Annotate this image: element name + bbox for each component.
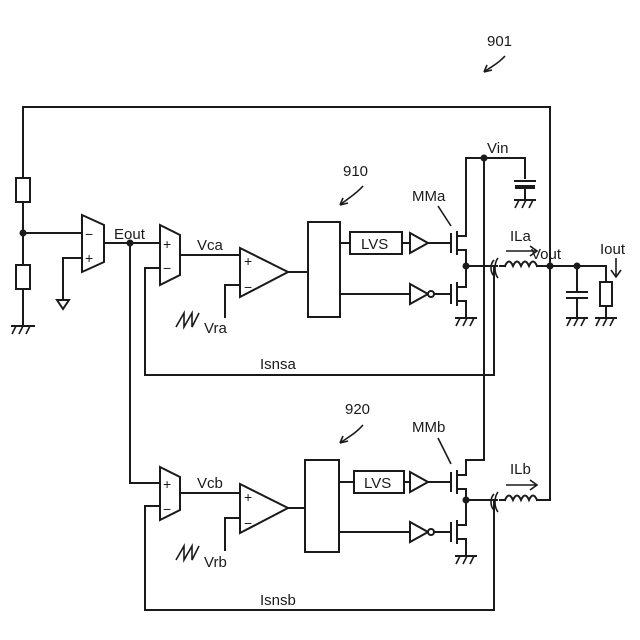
input-capacitor-vin	[515, 181, 535, 208]
phase-a-ref: 910	[343, 163, 368, 180]
ramp-a-wire	[225, 285, 240, 317]
low-side-mosfet-b	[451, 500, 466, 556]
vrb-label: Vrb	[204, 554, 227, 571]
vin-rail-wire	[466, 158, 525, 228]
logic-block-a	[308, 222, 340, 317]
high-side-mosfet-a	[451, 228, 466, 262]
mmb-leader	[438, 438, 451, 464]
vra-label: Vra	[204, 320, 227, 337]
vout-node	[547, 263, 554, 270]
ea-ref-wire	[63, 258, 82, 300]
ila-label: ILa	[510, 228, 532, 245]
vca-label: Vca	[197, 237, 224, 254]
low-side-driver-b	[410, 522, 428, 542]
reference-voltage-icon	[57, 300, 69, 309]
ground-divider	[12, 326, 34, 334]
current-amp-a-minus: −	[163, 260, 171, 276]
sawtooth-b-icon	[176, 546, 199, 560]
comparator-a-plus: +	[244, 253, 252, 269]
low-side-driver-a	[410, 284, 428, 304]
logic-block-b	[305, 460, 339, 552]
vcb-label: Vcb	[197, 475, 223, 492]
iout-label: Iout	[600, 241, 626, 258]
phase-b-ref: 920	[345, 401, 370, 418]
ground-low-side-a	[456, 318, 476, 326]
lvs-b-label: LVS	[364, 475, 391, 492]
current-amp-b-plus: +	[163, 476, 171, 492]
current-amp-b-minus: −	[163, 501, 171, 517]
ramp-b-wire	[225, 518, 240, 550]
vout-label: Vout	[531, 246, 562, 263]
ref-leader-910	[340, 186, 363, 205]
high-side-mosfet-b	[451, 460, 466, 500]
ground-load	[596, 306, 616, 326]
ground-low-side-b	[456, 556, 476, 564]
sawtooth-a-icon	[176, 313, 199, 327]
inductor-b-icon	[505, 496, 537, 501]
lvs-a-label: LVS	[361, 236, 388, 253]
comparator-a-minus: −	[244, 279, 252, 295]
divider-resistor-top	[16, 178, 30, 202]
figure-ref-901: 901	[487, 33, 512, 50]
low-side-mosfet-a	[451, 270, 466, 318]
ref-leader-901	[484, 56, 505, 72]
ref-leader-920	[340, 425, 363, 443]
mmb-label: MMb	[412, 419, 445, 436]
vca-wire	[180, 255, 240, 260]
ea-plus-sign: +	[85, 250, 93, 266]
ilb-label: ILb	[510, 461, 531, 478]
vin-to-phase-b-wire	[466, 158, 484, 460]
current-amp-a	[160, 225, 180, 285]
mma-label: MMa	[412, 188, 446, 205]
isnsa-label: Isnsa	[260, 356, 297, 373]
inductor-b-to-vout-wire	[537, 497, 550, 500]
mma-leader	[438, 206, 451, 226]
comparator-b-plus: +	[244, 489, 252, 505]
divider-resistor-bottom	[16, 265, 30, 289]
high-side-driver-a	[410, 233, 428, 253]
vcb-wire	[180, 493, 240, 497]
load-resistor	[600, 282, 612, 306]
high-side-driver-b	[410, 472, 428, 492]
vin-label: Vin	[487, 140, 508, 157]
current-amp-a-plus: +	[163, 236, 171, 252]
comparator-b-minus: −	[244, 515, 252, 531]
ea-minus-sign: −	[85, 226, 93, 242]
isnsb-label: Isnsb	[260, 592, 296, 609]
output-capacitor	[567, 292, 587, 326]
